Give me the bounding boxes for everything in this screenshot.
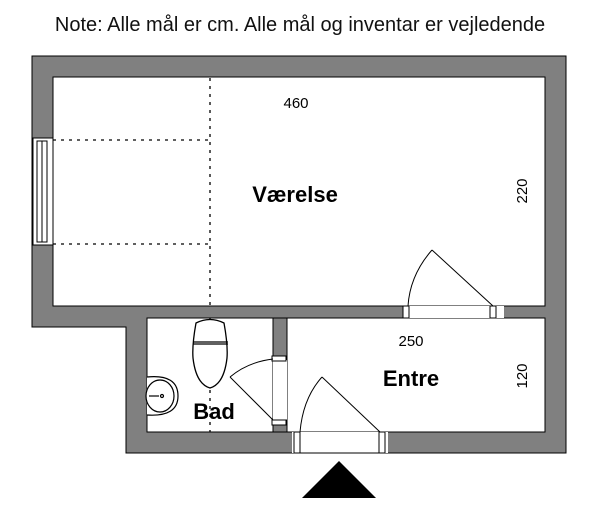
dimension-entre-depth: 120 [514,363,531,388]
door-entrance [292,376,388,454]
door-jamb [271,419,287,426]
toilet-icon [192,318,228,389]
dimension-vaerelse-depth: 220 [514,178,531,203]
door-vaerelse [402,249,504,319]
room-label-vaerelse: Værelse [252,182,338,207]
sink-icon [145,376,179,416]
walls [31,55,567,454]
bad-door-opening [273,360,287,420]
dimension-vaerelse-width: 460 [283,95,308,112]
room-label-entre: Entre [383,366,439,391]
dimension-entre-width: 250 [398,333,423,350]
entrance-arrow-icon [302,461,376,498]
door-jamb [271,355,287,362]
bad-entre-wall [272,317,288,361]
door-bad [229,358,274,421]
plan-note: Note: Alle mål er cm. Alle mål og invent… [54,14,546,36]
room-label-bad: Bad [193,399,235,424]
window [32,137,54,246]
